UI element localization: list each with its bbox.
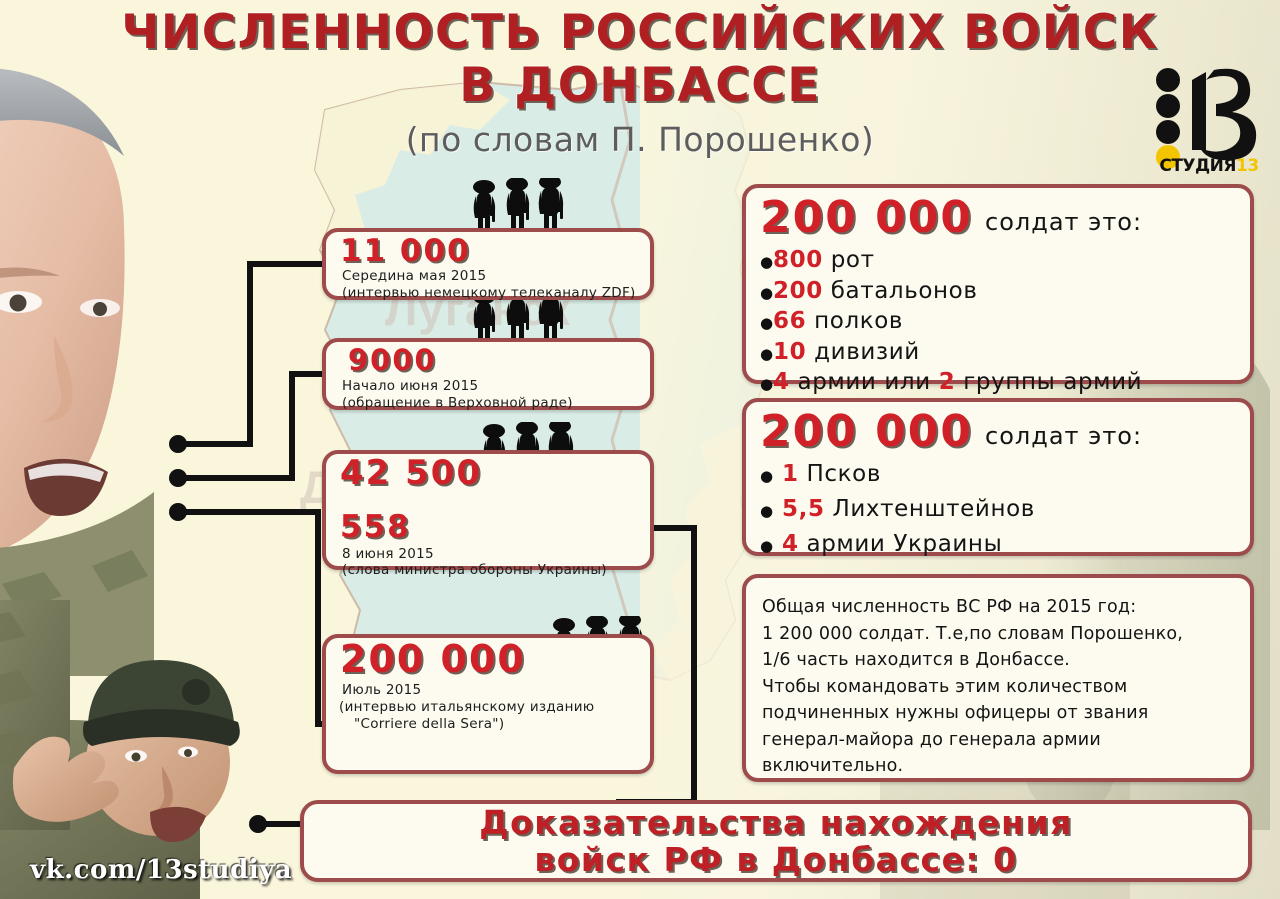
note-line: Чтобы командовать этим количеством — [762, 676, 1128, 697]
note-line: 1 200 000 солдат. Т.е,по словам Порошенк… — [762, 623, 1184, 644]
timeline-value: 42 500 — [340, 453, 483, 493]
item-value: 4 — [773, 369, 790, 395]
breakdown-number: 200 000 — [760, 406, 974, 457]
item-value-2: 2 — [938, 369, 956, 395]
bullet-icon — [760, 307, 773, 338]
timeline-card-42500[interactable]: 42 500 558 8 июня 2015 (слова министра о… — [322, 450, 654, 578]
timeline-source: (интервью немецкому телеканалу ZDF) — [342, 285, 636, 301]
bullet-icon — [760, 528, 782, 563]
bullet-icon — [760, 458, 782, 493]
list-item: 1 Псков — [760, 458, 1035, 493]
timeline-card-11000[interactable]: 11 000 Середина мая 2015 (интервью немец… — [322, 228, 654, 301]
timeline-date: Середина мая 2015 — [342, 268, 487, 284]
timeline-value: 9000 — [348, 343, 437, 377]
bullet-icon — [760, 277, 773, 308]
item-value: 10 — [773, 338, 807, 365]
list-item: 10 дивизий — [760, 338, 1142, 369]
conclusion-banner[interactable]: Доказательства нахождения войск РФ в Дон… — [300, 800, 1252, 882]
timeline-source: (слова министра обороны Украины) — [342, 562, 607, 578]
list-item: 4 армии или 2 группы армий — [760, 368, 1142, 399]
banner-text: Доказательства нахождения войск РФ в Дон… — [304, 804, 1248, 878]
logo-wordmark: СТУДИЯ13 — [1159, 156, 1259, 176]
studio-13-logo[interactable]: СТУДИЯ13 — [1148, 58, 1268, 176]
note-line: Общая численность ВС РФ на 2015 год: — [762, 597, 1137, 617]
timeline-source: (интервью итальянскому изданию — [339, 699, 595, 715]
item-label: дивизий — [814, 338, 920, 365]
item-label: армии Украины — [806, 531, 1003, 557]
list-item: 800 рот — [760, 246, 1142, 277]
breakdown-list: 800 рот 200 батальонов 66 полков 10 диви… — [760, 246, 1142, 399]
banner-line-2: войск РФ в Донбассе: 0 — [534, 840, 1018, 879]
item-value: 800 — [773, 247, 823, 273]
note-line: 1/6 часть находится в Донбассе. — [762, 650, 1071, 670]
item-value: 4 — [782, 531, 799, 557]
timeline-card-9000[interactable]: 9000 Начало июня 2015 (обращение в Верхо… — [322, 338, 654, 411]
list-item: 5,5 Лихтенштейнов — [760, 493, 1035, 528]
note-line: генерал-майора до генерала армии включит… — [762, 729, 1101, 777]
bullet-icon — [760, 246, 773, 277]
bullet-icon — [760, 338, 773, 369]
breakdown-suffix: солдат это: — [985, 208, 1143, 236]
timeline-source: (обращение в Верховной раде) — [342, 395, 573, 411]
breakdown-number: 200 000 — [760, 192, 974, 243]
item-value: 5,5 — [782, 496, 825, 522]
bullet-icon — [760, 493, 782, 528]
item-label-2: группы армий — [963, 369, 1143, 395]
poroshenko-photo — [0, 68, 154, 676]
breakdown-suffix: солдат это: — [985, 422, 1143, 450]
bullet-icon — [760, 368, 773, 399]
breakdown-list: 1 Псков 5,5 Лихтенштейнов 4 армии Украин… — [760, 458, 1035, 563]
item-label: армии или — [797, 369, 931, 395]
item-label: Лихтенштейнов — [832, 496, 1035, 522]
note-line: подчиненных нужны офицеры от звания — [762, 703, 1149, 723]
item-label: полков — [814, 308, 904, 334]
item-value: 1 — [782, 461, 799, 487]
item-value: 200 — [773, 277, 823, 304]
timeline-date: Июль 2015 — [342, 682, 422, 698]
item-label: Псков — [806, 461, 881, 487]
list-item: 200 батальонов — [760, 277, 1142, 308]
timeline-date: 8 июня 2015 — [342, 546, 434, 562]
item-value: 66 — [773, 308, 807, 334]
timeline-card-200000[interactable]: 200 000 Июль 2015 (интервью итальянскому… — [322, 634, 654, 774]
item-label: рот — [830, 247, 875, 273]
list-item: 66 полков — [760, 307, 1142, 338]
timeline-source-2: "Corriere della Sera") — [354, 716, 505, 732]
list-item: 4 армии Украины — [760, 528, 1035, 563]
item-label: батальонов — [830, 277, 978, 304]
timeline-value-secondary: 558 — [340, 509, 411, 545]
timeline-value: 11 000 — [340, 233, 471, 269]
timeline-date: Начало июня 2015 — [342, 378, 479, 394]
note-text: Общая численность ВС РФ на 2015 год: 1 2… — [762, 594, 1240, 780]
watermark: vk.com/13studiya — [30, 855, 293, 885]
note-card[interactable]: Общая численность ВС РФ на 2015 год: 1 2… — [742, 574, 1254, 782]
timeline-value: 200 000 — [340, 637, 526, 681]
logo-mark-icon — [1156, 68, 1257, 169]
banner-line-1: Доказательства нахождения — [479, 803, 1073, 842]
